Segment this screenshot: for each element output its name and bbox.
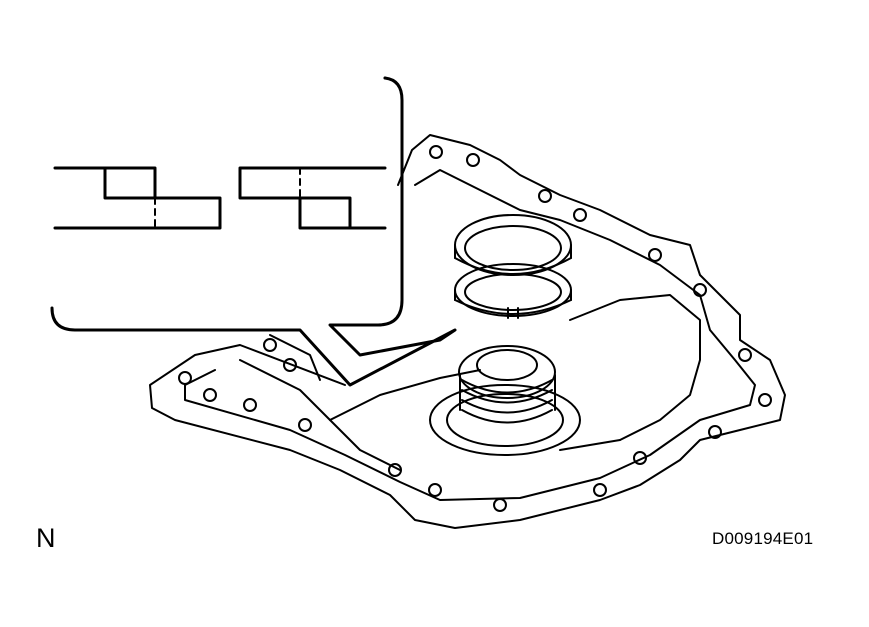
shaft-assembly [429, 345, 581, 456]
housing-face-line [569, 294, 701, 441]
ring-joint-centerlines [154, 167, 301, 231]
bolt-holes [178, 145, 772, 512]
ring-joint-section [53, 166, 387, 230]
callout-bubble [50, 76, 457, 387]
housing-face-line [329, 369, 481, 421]
housing-inner-outline [184, 169, 756, 501]
housing-face-line [239, 359, 401, 471]
figure-code-label: D009194E01 [712, 529, 814, 548]
housing-rib [269, 334, 321, 381]
housing-rib [559, 439, 621, 451]
seal-ring-upper [454, 214, 572, 276]
seal-ring-lower [454, 263, 572, 319]
housing-outline [149, 134, 786, 529]
orientation-label: N [36, 523, 56, 553]
